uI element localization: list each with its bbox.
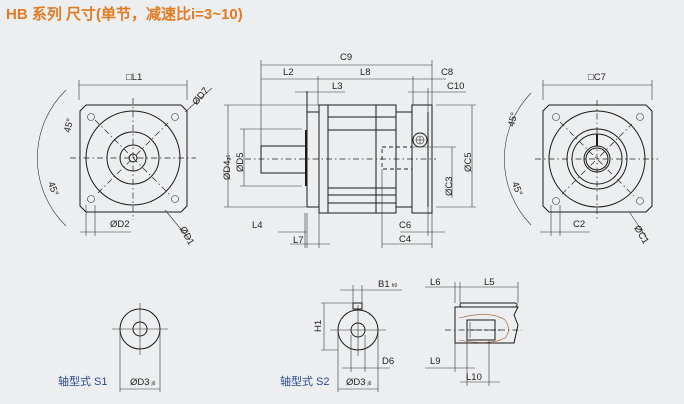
c6-label: C6 [399,220,411,231]
l3-label: L3 [332,81,343,92]
input-flange-view: □L1 ØD7 45° 45° ØD2 ØD1 [37,72,213,247]
h1-label: H1 [313,320,324,332]
side-view: C9 L2 L8 C8 L3 C10 ØD4g6 ØD5 ØC5 ØC3 [222,52,476,248]
angle-bottom-label: 45° [45,180,60,197]
l1-label: □L1 [126,72,142,83]
d2-label: ØD2 [110,219,130,230]
l2-label: L2 [283,67,294,78]
angle-bottom-label: 45° [509,180,524,197]
d7-label: ØD7 [190,86,211,108]
angle-top-label: 45° [62,117,76,134]
d5-label: ØD5 [235,152,246,172]
c1-label: ØC1 [631,224,650,246]
c3-label: ØC3 [444,176,455,196]
l9-label: L9 [430,356,441,367]
c8-label: C8 [441,67,453,78]
d4-label: ØD4g6 [222,155,233,180]
angle-top-label: 45° [506,111,520,128]
output-flange-view: □C7 45° 45° C2 ØC1 [504,72,658,246]
d1-label: ØD1 [177,225,196,247]
s2-caption: 轴型式 S2 [280,374,330,388]
d6-label: D6 [382,356,394,367]
c9-label: C9 [340,52,352,63]
l5-label: L5 [484,277,495,288]
s1-caption: 轴型式 S1 [58,374,108,388]
c4-label: C4 [399,234,411,245]
l10-label: L10 [466,372,482,383]
c7-label: □C7 [588,72,606,83]
l4-label: L4 [252,220,263,231]
c10-label: C10 [447,81,464,92]
l6-label: L6 [430,277,441,288]
c5-label: ØC5 [463,152,474,172]
page-title: HB 系列 尺寸(单节，减速比i=3~10) [6,6,243,23]
c2-label: C2 [573,219,585,230]
l7-label: L7 [293,235,304,246]
l8-label: L8 [360,67,371,78]
